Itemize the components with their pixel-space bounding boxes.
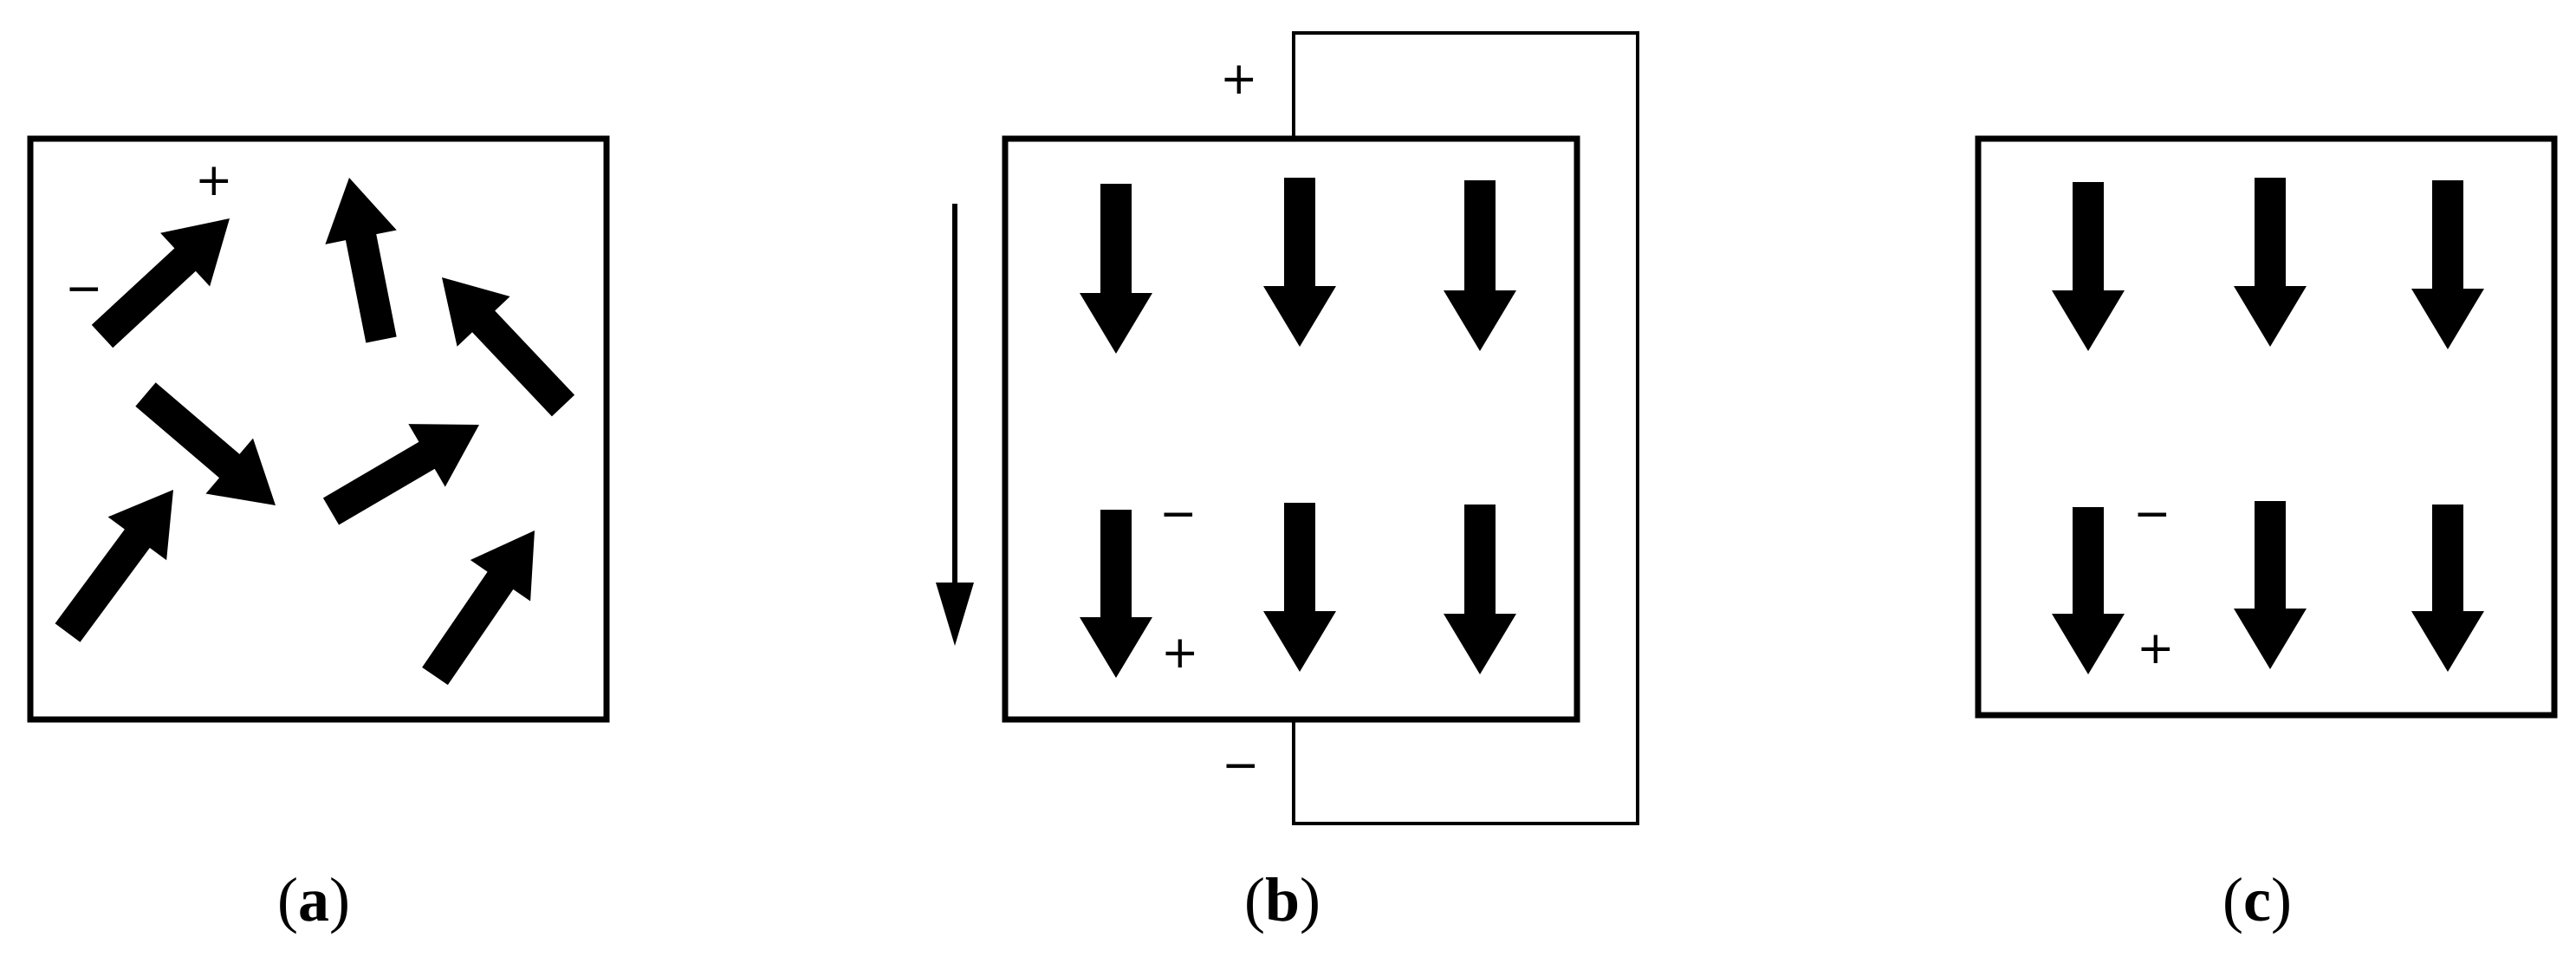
dipole-arrow-b-6 bbox=[1444, 505, 1516, 674]
panel-c-frame bbox=[1975, 135, 2558, 719]
dipole-arrow-a-2 bbox=[325, 177, 397, 343]
dipole-arrow-c-6 bbox=[2411, 505, 2484, 672]
dipole-arrow-c-3 bbox=[2411, 180, 2484, 349]
field-direction-arrow bbox=[936, 204, 974, 646]
panel-a-plus-label: + bbox=[195, 154, 233, 206]
panel-b-dipoles bbox=[1080, 178, 1516, 678]
panel-b-plus-label: + bbox=[1161, 627, 1199, 679]
panel-b: + − − + (b) bbox=[936, 31, 1639, 934]
panel-b-minus-label: − bbox=[1159, 488, 1197, 540]
dipole-arrow-a-3 bbox=[441, 277, 575, 417]
panel-c-dipoles bbox=[2052, 178, 2484, 674]
dipole-arrow-a-1 bbox=[91, 218, 230, 348]
dipole-arrow-c-2 bbox=[2234, 178, 2307, 347]
dipole-arrow-b-3 bbox=[1444, 180, 1516, 351]
panel-b-caption: (b) bbox=[1244, 865, 1320, 934]
panel-a-dipoles bbox=[55, 177, 575, 686]
dipole-arrow-b-1 bbox=[1080, 184, 1152, 354]
panel-c: − + (c) bbox=[1975, 135, 2558, 934]
panel-a-minus-label: − bbox=[65, 263, 103, 315]
panel-c-plus-label: + bbox=[2137, 622, 2175, 674]
electrode-bottom-minus-label: − bbox=[1222, 739, 1260, 791]
panel-b-circuit-wire bbox=[1292, 31, 1639, 825]
dipole-arrow-b-2 bbox=[1263, 178, 1336, 347]
electrode-top-plus-label: + bbox=[1220, 53, 1258, 105]
dipole-arrow-c-4 bbox=[2052, 507, 2125, 674]
dipole-arrow-c-1 bbox=[2052, 182, 2125, 351]
panel-a-frame bbox=[27, 135, 610, 723]
dipole-arrow-b-4 bbox=[1080, 510, 1152, 678]
dipole-arrow-a-4 bbox=[135, 382, 276, 505]
dipole-arrow-a-5 bbox=[322, 424, 480, 525]
dipole-arrow-a-7 bbox=[422, 531, 535, 686]
panel-c-caption: (c) bbox=[2222, 865, 2292, 934]
panel-b-frame bbox=[1002, 135, 1580, 723]
dipole-arrow-b-5 bbox=[1263, 503, 1336, 672]
dipole-arrow-a-6 bbox=[55, 490, 173, 642]
dipole-arrow-c-5 bbox=[2234, 501, 2307, 669]
panel-a: + − (a) bbox=[27, 135, 610, 934]
panel-a-caption: (a) bbox=[277, 865, 350, 934]
panel-c-minus-label: − bbox=[2133, 488, 2171, 540]
